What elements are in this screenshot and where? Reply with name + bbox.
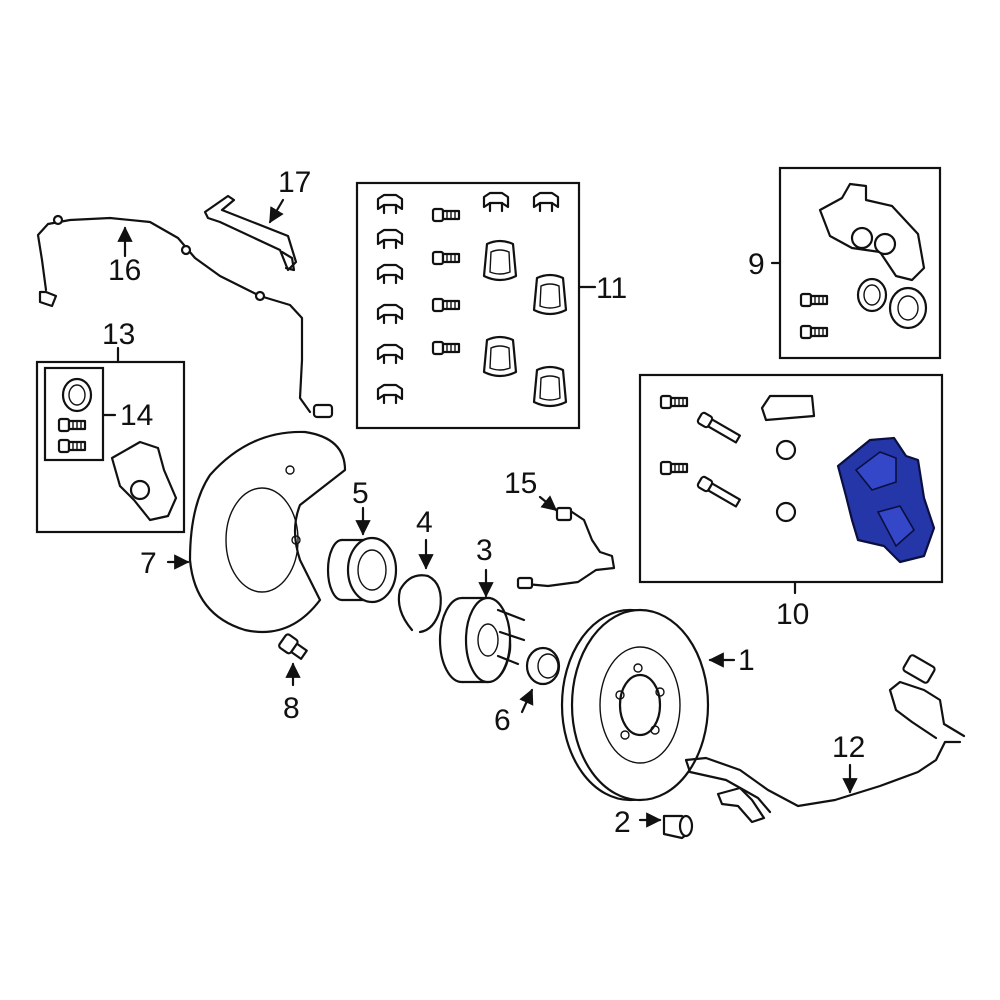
kit-11-frame	[355, 181, 581, 430]
callout-10: 10	[776, 598, 809, 631]
callout-1: 1	[738, 644, 755, 677]
kit-13-frame	[35, 360, 186, 534]
sensor-icon	[524, 510, 616, 588]
callout-17: 17	[278, 166, 311, 199]
wire-16: 16	[36, 214, 334, 419]
bearing-5: 5	[326, 477, 398, 604]
bolt-2: 2	[614, 806, 694, 840]
caliper-icon	[818, 182, 926, 282]
nut-icon	[525, 646, 561, 686]
bearing-icon	[346, 536, 398, 604]
callout-12: 12	[832, 731, 865, 764]
bracket-icon	[203, 194, 298, 272]
seal-icon	[888, 286, 928, 330]
shield-icon	[188, 430, 347, 634]
sensor-15: 15	[504, 467, 616, 590]
bolt-icon	[431, 207, 461, 223]
snap-ring-4: 4	[397, 506, 442, 634]
callout-9: 9	[748, 248, 765, 281]
callout-8: 8	[283, 692, 300, 725]
caliper-kit-9: 9	[748, 166, 942, 360]
caliper-kit-13: 13 14	[35, 318, 186, 534]
callout-16: 16	[108, 254, 141, 287]
nut-6: 6	[494, 646, 561, 737]
callout-4: 4	[416, 506, 433, 539]
pad-icon	[482, 239, 518, 282]
kit-10-frame	[638, 373, 944, 584]
callout-3: 3	[476, 534, 493, 567]
rotor-1: 1	[560, 608, 755, 802]
snap-ring-icon	[397, 574, 442, 634]
bolt-8: 8	[278, 633, 308, 725]
wire-12: 12	[684, 654, 966, 824]
hub-3: 3	[438, 534, 526, 684]
wire-icon-12	[684, 740, 962, 814]
clip-icon	[376, 193, 404, 215]
kit-11: 11	[355, 181, 627, 430]
callout-6: 6	[494, 704, 511, 737]
callout-5: 5	[352, 477, 369, 510]
callout-11: 11	[596, 272, 627, 305]
callout-15: 15	[504, 467, 537, 500]
hub-icon	[464, 596, 512, 684]
callout-7: 7	[140, 547, 157, 580]
bracket-kit-10: 10	[638, 373, 944, 631]
callout-13: 13	[102, 318, 135, 351]
bracket-17: 17	[203, 166, 311, 272]
callout-2: 2	[614, 806, 631, 839]
shield-7: 7	[140, 430, 347, 634]
callout-14: 14	[120, 399, 153, 432]
